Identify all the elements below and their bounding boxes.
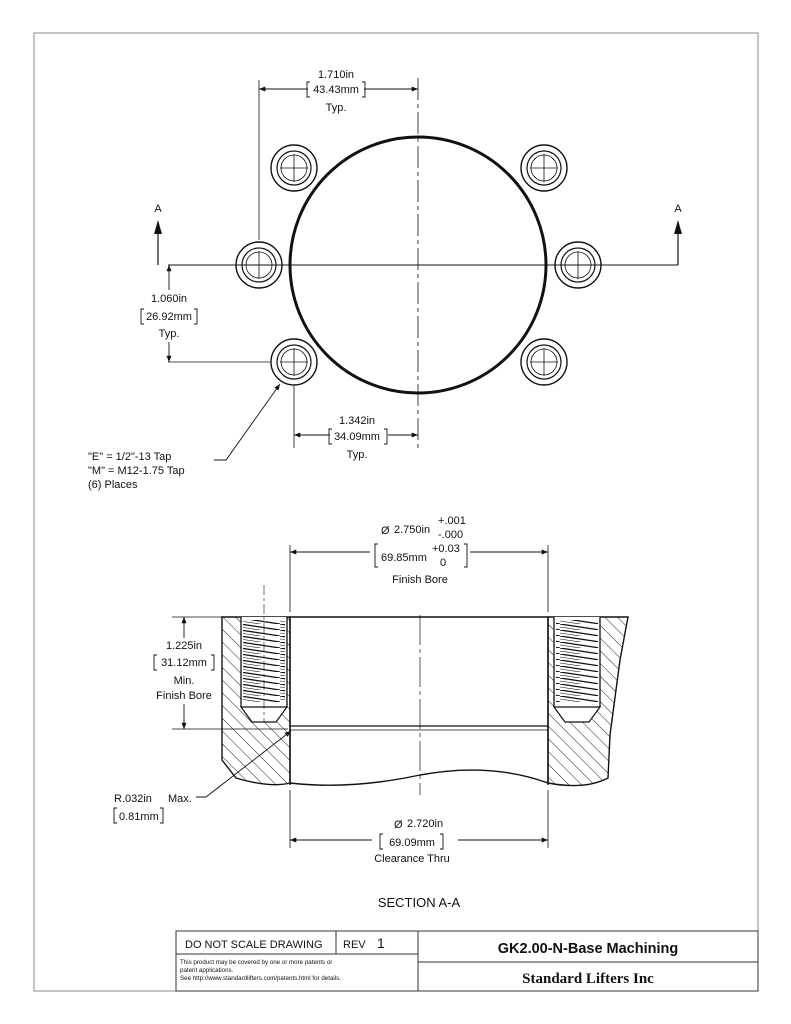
svg-text:A: A bbox=[154, 203, 162, 215]
dim-top-inch: 1.710in bbox=[318, 69, 354, 81]
finish-bore-label: Finish Bore bbox=[392, 574, 448, 586]
section-tap-left bbox=[239, 585, 289, 723]
depth-mm: 31.12mm bbox=[161, 657, 207, 669]
section-tap-right bbox=[552, 617, 602, 723]
section-marker-left: A bbox=[154, 203, 162, 265]
dim-label-vertical: 1.060in 26.92mm Typ. bbox=[140, 290, 202, 342]
main-bore-circle bbox=[288, 135, 548, 395]
finish-bore-tol-plus-mm: +0.03 bbox=[432, 543, 460, 555]
dim-top-mm: 43.43mm bbox=[313, 84, 359, 96]
finish-bore-inch: 2.750in bbox=[394, 524, 430, 536]
radius-note: Max. bbox=[168, 793, 192, 805]
dim-vertical-note: Typ. bbox=[159, 328, 180, 340]
radius-mm: 0.81mm bbox=[119, 811, 159, 823]
svg-text:A: A bbox=[674, 203, 682, 215]
finish-bore-tol-minus-in: -.000 bbox=[438, 529, 463, 541]
patent-note-line2: patent applications. bbox=[180, 967, 234, 974]
dim-vertical-mm: 26.92mm bbox=[146, 311, 192, 323]
do-not-scale-note: DO NOT SCALE DRAWING bbox=[185, 939, 323, 951]
finish-bore-tol-plus-in: +.001 bbox=[438, 515, 466, 527]
clearance-mm: 69.09mm bbox=[389, 837, 435, 849]
clearance-inch: 2.720in bbox=[407, 818, 443, 830]
patent-note-line1: This product may be covered by one or mo… bbox=[180, 959, 332, 966]
company-name: Standard Lifters Inc bbox=[522, 971, 654, 987]
dim-label-bottom: 1.342in 34.09mm Typ. bbox=[328, 415, 388, 461]
tap-hole-middle-left bbox=[235, 241, 283, 289]
depth-note2: Finish Bore bbox=[156, 690, 212, 702]
clearance-label: Clearance Thru bbox=[374, 853, 450, 865]
tap-callout-line3: (6) Places bbox=[88, 479, 138, 491]
rev-label: REV bbox=[343, 939, 366, 951]
section-marker-right: A bbox=[674, 203, 682, 265]
tap-hole-top-left bbox=[270, 144, 318, 192]
tap-callout: "E" = 1/2"-13 Tap "M" = M12-1.75 Tap (6)… bbox=[88, 451, 185, 491]
dim-label-finish-bore: Ø 2.750in +.001 -.000 69.85mm +0.03 0 Fi… bbox=[370, 515, 470, 586]
finish-bore-diameter-symbol: Ø bbox=[381, 525, 390, 537]
tap-hole-middle-right bbox=[554, 241, 602, 289]
finish-bore-tol-minus-mm: 0 bbox=[440, 557, 446, 569]
section-break-line bbox=[289, 769, 549, 786]
tap-callout-leader bbox=[214, 383, 281, 461]
tap-hole-top-right bbox=[520, 144, 568, 192]
section-label: SECTION A-A bbox=[378, 895, 461, 910]
tap-hole-bottom-right bbox=[520, 338, 568, 386]
radius-inch: R.032in bbox=[114, 793, 152, 805]
dim-bottom-inch: 1.342in bbox=[339, 415, 375, 427]
depth-note1: Min. bbox=[174, 675, 195, 687]
dim-vertical-inch: 1.060in bbox=[151, 293, 187, 305]
radius-leader bbox=[196, 730, 292, 798]
dim-label-clearance: Ø 2.720in 69.09mm Clearance Thru bbox=[372, 818, 458, 865]
clearance-diameter-symbol: Ø bbox=[394, 819, 403, 831]
dim-bottom-note: Typ. bbox=[347, 449, 368, 461]
radius-callout: R.032in Max. 0.81mm bbox=[113, 793, 192, 824]
tap-hole-bottom-left bbox=[270, 338, 318, 386]
depth-inch: 1.225in bbox=[166, 640, 202, 652]
rev-value: 1 bbox=[377, 935, 385, 951]
top-view: 1.710in 43.43mm Typ. 1.060in 26.92mm Typ… bbox=[88, 69, 682, 491]
section-view: Ø 2.750in +.001 -.000 69.85mm +0.03 0 Fi… bbox=[113, 515, 629, 910]
tap-callout-line2: "M" = M12-1.75 Tap bbox=[88, 465, 185, 477]
dim-label-depth: 1.225in 31.12mm Min. Finish Bore bbox=[150, 638, 218, 704]
dim-top-note: Typ. bbox=[326, 102, 347, 114]
patent-note-line3: See http://www.standardlifters.com/paten… bbox=[180, 975, 341, 982]
dim-bottom-mm: 34.09mm bbox=[334, 431, 380, 443]
tap-callout-line1: "E" = 1/2"-13 Tap bbox=[88, 451, 171, 463]
finish-bore-mm: 69.85mm bbox=[381, 552, 427, 564]
drawing-title: GK2.00-N-Base Machining bbox=[498, 941, 679, 957]
title-block: DO NOT SCALE DRAWING REV 1 This product … bbox=[175, 930, 759, 992]
dim-label-top: 1.710in 43.43mm Typ. bbox=[306, 69, 366, 114]
